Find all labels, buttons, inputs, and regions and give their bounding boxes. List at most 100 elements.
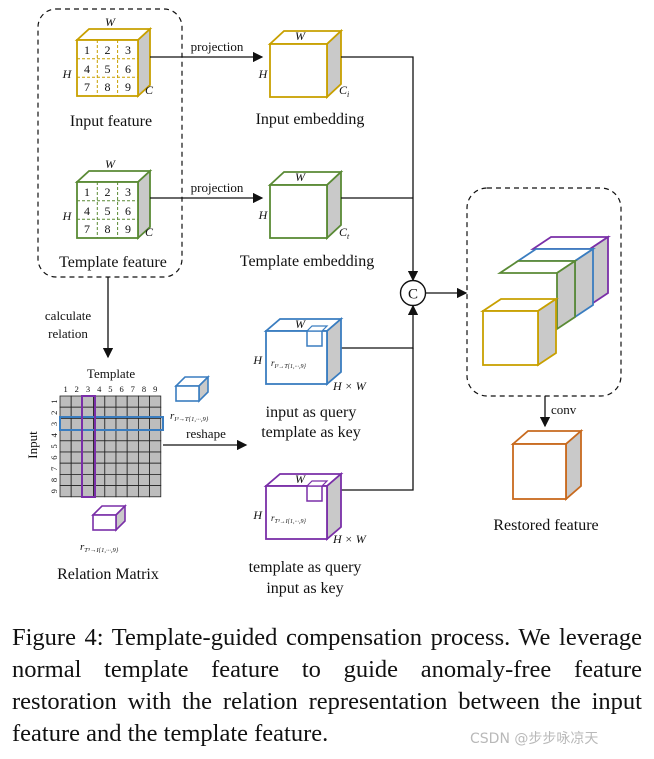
height-label: H: [62, 209, 73, 223]
matrix-cell: [59, 451, 72, 464]
matrix-cell: [149, 429, 162, 442]
matrix-cell: [59, 417, 72, 430]
matrix-cell: [82, 417, 95, 430]
matrix-cell: [126, 485, 139, 498]
matrix-cell: [70, 473, 83, 486]
matrix-cell: [82, 429, 95, 442]
matrix-cell: [149, 395, 162, 408]
matrix-cell: [137, 485, 150, 498]
query-label-1a: input as query: [266, 404, 357, 421]
matrix-cell: [70, 440, 83, 453]
matrix-col-tick: 8: [142, 384, 146, 394]
width-label: W: [105, 157, 116, 171]
matrix-cell: [115, 473, 128, 486]
matrix-cell: [137, 473, 150, 486]
matrix-row-highlight: [59, 416, 164, 431]
input-feature-label: Input feature: [70, 113, 152, 130]
matrix-cell: [137, 417, 150, 430]
connector-query-1: [340, 304, 419, 349]
connector-query-2: [340, 348, 414, 491]
channel-label: C: [145, 225, 154, 239]
relation-input-label: rI³→T{1,···,9}: [170, 410, 209, 423]
cell-4: 4: [84, 204, 90, 218]
connector-input-embedding: [341, 56, 419, 282]
matrix-cell: [59, 440, 72, 453]
stacked-feature-box: [466, 187, 622, 397]
conv-label: conv: [551, 402, 577, 417]
matrix-cell: [115, 462, 128, 475]
matrix-col-tick: 9: [153, 384, 157, 394]
concat-node: [399, 279, 427, 307]
hxw-label: H × W: [332, 379, 367, 393]
matrix-cell: [59, 473, 72, 486]
matrix-cell: [137, 440, 150, 453]
matrix-cell: [149, 485, 162, 498]
matrix-cell: [70, 485, 83, 498]
reshape-label: reshape: [186, 426, 226, 441]
channel-label: Ct: [339, 225, 350, 241]
cell-8: 8: [105, 222, 111, 236]
matrix-cell: [82, 462, 95, 475]
matrix-cell: [104, 395, 117, 408]
figure-caption: Figure 4: Template-guided compensation p…: [12, 624, 642, 747]
matrix-col-tick: 2: [75, 384, 79, 394]
watermark: CSDN @步步咏凉天: [470, 731, 599, 747]
matrix-cell: [137, 429, 150, 442]
cell-7: 7: [84, 80, 90, 94]
cell-1: 1: [84, 43, 90, 57]
cell-5: 5: [105, 204, 111, 218]
matrix-row-tick: 2: [49, 411, 59, 415]
matrix-cell: [137, 451, 150, 464]
width-label: W: [295, 170, 306, 184]
matrix-cell: [82, 485, 95, 498]
template-feature-label: Template feature: [59, 254, 167, 271]
matrix-cell: [115, 395, 128, 408]
matrix-cell: [104, 451, 117, 464]
query-label-1b: template as key: [261, 424, 361, 441]
concat-symbol: C: [408, 287, 418, 303]
width-label: W: [295, 317, 306, 331]
matrix-cell: [149, 440, 162, 453]
cell-9: 9: [125, 80, 131, 94]
query-label-2b: input as key: [266, 580, 343, 597]
stacked-feature-cubes: [480, 235, 611, 367]
hxw-label: H × W: [332, 532, 367, 546]
width-label: W: [295, 472, 306, 486]
relation-vector-template-cube: [91, 504, 127, 532]
matrix-cell: [82, 395, 95, 408]
matrix-cell: [59, 429, 72, 442]
cell-3: 3: [125, 185, 131, 199]
matrix-cell: [115, 429, 128, 442]
relation-vector-input-cube: [174, 375, 210, 403]
relation-template-label: rT³→I{1,···,9}: [80, 541, 119, 554]
matrix-cell: [115, 440, 128, 453]
query-block-template-cube: W H H × W: [252, 472, 366, 546]
matrix-cell: [149, 462, 162, 475]
matrix-cell: [137, 462, 150, 475]
calculate-label: calculate: [45, 308, 91, 323]
matrix-col-tick: 6: [119, 384, 123, 394]
restored-feature-cube: [510, 429, 584, 501]
query-r-label-1: rI³→T{1,···,9}: [271, 358, 307, 370]
cell-6: 6: [125, 62, 131, 76]
matrix-row-tick: 6: [49, 455, 59, 459]
projection-label-bottom: projection: [191, 180, 244, 195]
matrix-cell: [70, 462, 83, 475]
template-embedding-label: Template embedding: [240, 253, 374, 270]
width-label: W: [105, 15, 116, 29]
matrix-cell: [59, 395, 72, 408]
feature-group-box: [37, 8, 183, 278]
matrix-cell: [82, 473, 95, 486]
compensation-diagram: 1 2 3 4 5 6 7 8 9 W H C Input feature 1 …: [25, 8, 622, 597]
channel-label: Ci: [339, 83, 349, 99]
query-label-2a: template as query: [249, 559, 362, 576]
relation-label: relation: [48, 326, 88, 341]
matrix-left-label: Input: [25, 431, 40, 459]
matrix-row-tick: 1: [49, 399, 59, 403]
matrix-col-tick: 7: [131, 384, 135, 394]
matrix-col-tick: 1: [63, 384, 67, 394]
relation-matrix-label: Relation Matrix: [57, 566, 159, 583]
matrix-row-tick: 3: [49, 422, 59, 426]
matrix-row-tick: 9: [49, 489, 59, 493]
matrix-cell: [59, 485, 72, 498]
